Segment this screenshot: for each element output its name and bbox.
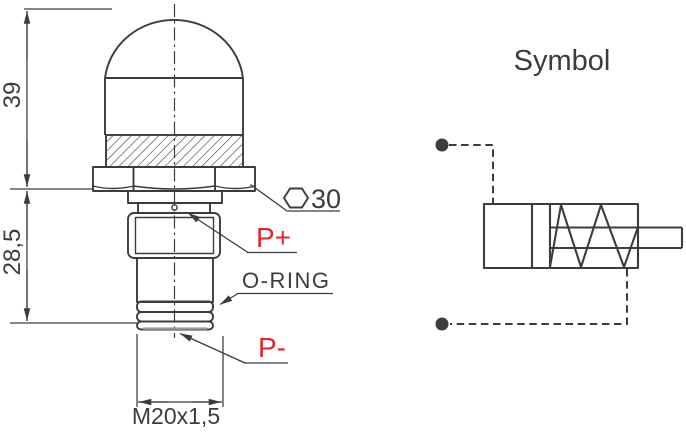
p-minus-label: P- [258,332,286,363]
upper-body-chamfer [134,216,215,255]
hex-nut-chamfer-arcs [92,185,256,190]
thread-size-label: M20x1,5 [132,403,220,429]
knurled-band [105,134,244,168]
port-dot-bottom [435,317,449,331]
dim-39-label: 39 [0,82,26,109]
p-plus-leader [187,212,249,254]
plunger-rod [550,226,684,250]
valve-symbol-body [482,202,640,270]
p-minus-leader [179,332,246,364]
dashed-line-top [449,144,494,203]
dimension-lines [26,11,222,403]
o-ring-label: O-RING [242,268,330,293]
oring-leader [219,292,239,306]
pneumatic-symbol: Symbol [435,45,684,331]
hex-size-label: 30 [311,184,341,214]
dim-28-5-label: 28,5 [0,229,26,276]
valve-drawing: 39 28,5 M20x1,5 30 P+ P- O-RING [0,4,341,429]
symbol-title: Symbol [514,45,611,77]
p-plus-label: P+ [256,222,291,253]
p-plus-vent-hole [171,204,178,211]
valve-symbol-dividers [530,204,552,268]
button-dome-outline [104,18,244,79]
extension-lines [10,8,224,407]
hexagon-icon [283,187,309,209]
hex-size-leader [250,183,340,212]
dashed-line-bottom [450,269,628,325]
spring-zigzag [548,203,639,269]
hex-nut-facets [132,167,216,191]
button-body-outline [104,77,244,135]
port-dot-top [435,138,449,152]
